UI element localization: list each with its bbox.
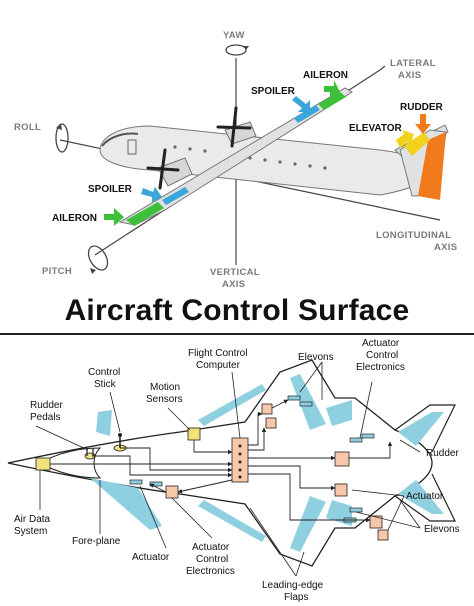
actuator-control-bottom-label-line3: Electronics [186, 566, 235, 577]
elevator-surface [404, 132, 430, 156]
spoiler-top-surface [294, 105, 320, 123]
rudder-label: RUDDER [400, 102, 444, 113]
fore-plane-bottom [90, 478, 162, 530]
control-stick-label-line2: Stick [94, 379, 117, 390]
leading-edge-flaps-label-line1: Leading-edge [262, 580, 324, 591]
actuator-right-label: Actuator [406, 491, 444, 502]
leading-edge-flaps-label-line2: Flaps [284, 592, 308, 603]
aircraft-axes-diagram: YAW ROLL PITCH LATERAL AXIS VERTICAL AXI… [14, 30, 457, 290]
actuator-box [334, 483, 348, 497]
control-stick-label-line1: Control [88, 367, 120, 378]
actuator-control-bottom-label-line2: Control [196, 554, 228, 565]
aileron-top-label: AILERON [303, 70, 348, 81]
right-propeller [216, 106, 252, 148]
aileron-bottom-arrow [104, 208, 124, 226]
vertical-axis-label-line2: AXIS [222, 279, 245, 290]
lateral-axis-label-line2: AXIS [398, 70, 421, 81]
divider [0, 333, 474, 335]
actuator-control-top-label-line3: Electronics [356, 362, 405, 373]
actuator-bottom-label: Actuator [132, 552, 170, 563]
air-data-system-label-line2: System [14, 526, 47, 537]
flight-control-computer-label-line1: Flight Control [188, 348, 247, 359]
leading-edge-flap-top [198, 384, 266, 426]
actuator-control-bottom-label-line1: Actuator [192, 542, 230, 553]
actuator-box [265, 417, 277, 429]
yaw-label: YAW [223, 30, 245, 41]
motion-sensors-label-line1: Motion [150, 382, 180, 393]
air-data-system-label-line1: Air Data [14, 514, 51, 525]
fore-plane-label: Fore-plane [72, 536, 121, 547]
elevator-arrow [396, 130, 414, 148]
rudder-arrow [415, 114, 431, 134]
aileron-top-arrow [324, 80, 340, 98]
pitch-rotation-icon [87, 245, 109, 271]
left-propeller [146, 148, 180, 190]
elevons-right-label: Elevons [424, 524, 460, 535]
spoiler-bottom-surface [162, 187, 189, 205]
actuator-box [261, 403, 273, 415]
motion-sensors-label-line2: Sensors [146, 394, 183, 405]
vertical-axis-label-line1: VERTICAL [210, 267, 260, 278]
rudder-pedals-label-line2: Pedals [30, 412, 61, 423]
rudder-label-bottom: Rudder [426, 448, 459, 459]
actuator-control-top-label-line1: Actuator [362, 338, 400, 349]
lateral-axis-label-line1: LATERAL [390, 58, 436, 69]
elevator-label: ELEVATOR [349, 123, 403, 134]
actuator-box [334, 451, 350, 467]
longitudinal-axis-label-line1: LONGITUDINAL [376, 230, 451, 241]
rudder-pedals-label-line1: Rudder [30, 400, 63, 411]
rudder-top [398, 412, 444, 446]
elevon-right-top [326, 400, 352, 426]
roll-rotation-icon [55, 123, 69, 153]
flight-control-computer-label-line2: Computer [196, 360, 241, 371]
actuator-box [165, 485, 179, 499]
actuator-control-top-label-line2: Control [366, 350, 398, 361]
spoiler-bottom-label: SPOILER [88, 184, 133, 195]
spoiler-top-arrow [292, 96, 310, 112]
actuator-control-boxes [165, 403, 389, 541]
elevon-bottom [290, 496, 326, 552]
roll-label: ROLL [14, 122, 41, 133]
rudder-surface [418, 132, 446, 200]
elevons-top-label: Elevons [298, 352, 334, 363]
leading-edge-flap-bottom [198, 500, 266, 542]
page-title: Aircraft Control Surface [64, 294, 410, 327]
aileron-top-surface [318, 92, 346, 110]
air-data-system-box [35, 457, 51, 471]
aileron-bottom-label: AILERON [52, 213, 97, 224]
fore-plane-top [96, 410, 112, 436]
longitudinal-axis-label-line2: AXIS [434, 242, 457, 253]
spoiler-top-label: SPOILER [251, 86, 296, 97]
pitch-label: PITCH [42, 266, 72, 277]
actuator-box [377, 529, 389, 541]
left-engine [157, 157, 193, 187]
spoiler-bottom-arrow [141, 187, 162, 202]
rudder-bottom [398, 480, 444, 514]
aileron-bottom-surface [126, 202, 164, 226]
